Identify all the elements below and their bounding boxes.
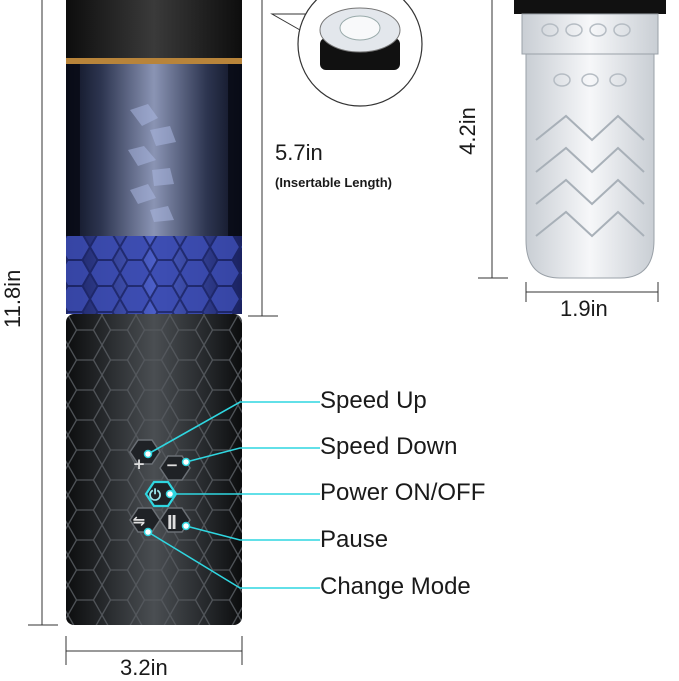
insertable-length-note: (Insertable Length) xyxy=(275,175,393,190)
svg-text:ǁ: ǁ xyxy=(167,512,177,530)
speed-down-label: Speed Down xyxy=(320,433,458,460)
sleeve-width-label: 1.9in xyxy=(560,296,608,321)
tube-inner-texture xyxy=(128,104,176,222)
control-glyphs: + − ⏻ ⇋ ǁ xyxy=(133,455,179,530)
change-mode-label: Change Mode xyxy=(320,573,471,600)
sleeve-width-dimension-line xyxy=(525,282,659,302)
power-label: Power ON/OFF xyxy=(320,479,486,506)
speed-up-label: Speed Up xyxy=(320,387,427,414)
gold-ring xyxy=(66,58,242,64)
insertable-height-label: 5.7in xyxy=(275,140,323,165)
sleeve-height-label: 4.2in xyxy=(455,107,480,155)
insertable-dimension-line xyxy=(248,0,278,317)
callout-dots xyxy=(143,449,191,537)
device-cap xyxy=(66,0,242,58)
height-dimension-line xyxy=(28,0,58,626)
svg-text:⇋: ⇋ xyxy=(133,512,146,530)
sleeve-top-bubble xyxy=(270,0,423,107)
svg-text:−: − xyxy=(166,456,179,474)
svg-text:+: + xyxy=(133,455,146,473)
body-width-label: 3.2in xyxy=(120,655,168,680)
pause-label: Pause xyxy=(320,526,389,553)
width-dimension-line xyxy=(65,636,243,665)
svg-text:⏻: ⏻ xyxy=(149,486,161,504)
total-height-label: 11.8in xyxy=(0,269,25,328)
sleeve xyxy=(514,0,666,279)
sleeve-height-dimension-line xyxy=(478,0,508,279)
callout-lines xyxy=(147,401,320,589)
